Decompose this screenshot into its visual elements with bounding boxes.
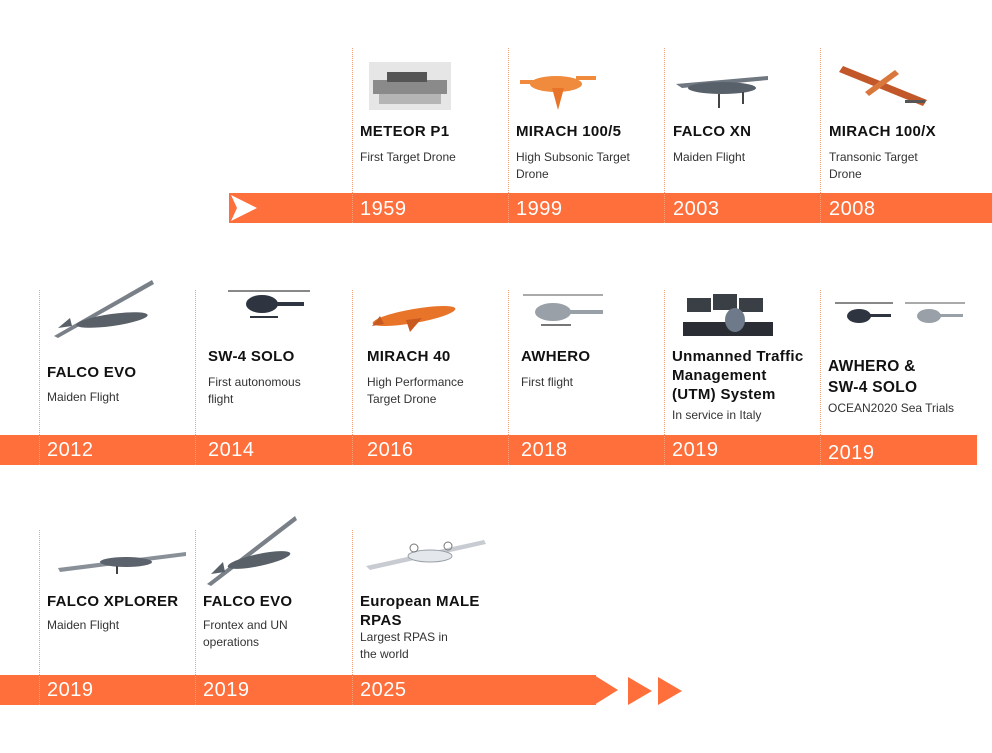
event-year: 2019 bbox=[203, 679, 250, 701]
event-subtitle: Frontex and UN operations bbox=[203, 618, 288, 649]
event-title: MIRACH 100/5 bbox=[516, 123, 622, 140]
event-subtitle: Maiden Flight bbox=[47, 618, 120, 632]
event-year: 2016 bbox=[367, 439, 414, 461]
helicopter-grey-icon bbox=[523, 294, 603, 326]
event-title: METEOR P1 bbox=[360, 123, 450, 140]
event-title: FALCO EVO bbox=[203, 593, 293, 610]
event-subtitle: First flight bbox=[521, 375, 574, 389]
event-title: FALCO EVO bbox=[47, 364, 137, 381]
timeline-end-arrow-icon bbox=[594, 675, 682, 705]
event-subtitle: OCEAN2020 Sea Trials bbox=[828, 401, 955, 415]
timeline-band bbox=[0, 435, 977, 465]
event-year: 2008 bbox=[829, 198, 876, 220]
timeline-start-chevron-icon bbox=[231, 195, 257, 221]
event-year: 2018 bbox=[521, 439, 568, 461]
event-title: AWHERO & SW-4 SOLO bbox=[828, 358, 918, 396]
event-year: 2014 bbox=[208, 439, 255, 461]
event-title: European MALE RPAS bbox=[360, 593, 480, 629]
missile-drone-icon bbox=[372, 305, 456, 332]
event-year: 2012 bbox=[47, 439, 94, 461]
event-subtitle: In service in Italy bbox=[672, 408, 762, 422]
event-subtitle: High Performance Target Drone bbox=[367, 375, 464, 406]
timeline-band bbox=[229, 193, 992, 223]
event-year: 1999 bbox=[516, 198, 563, 220]
event-year: 2025 bbox=[360, 679, 407, 701]
event-year: 2019 bbox=[672, 439, 719, 461]
event-title: SW-4 SOLO bbox=[208, 348, 295, 365]
event-title: MIRACH 100/X bbox=[829, 123, 936, 140]
target-drone-orange-icon bbox=[839, 66, 927, 106]
event-year: 1959 bbox=[360, 198, 407, 220]
event-subtitle: Largest RPAS in the world bbox=[360, 630, 448, 661]
target-drone-orange-icon bbox=[520, 76, 596, 110]
uav-grey-icon bbox=[676, 76, 768, 108]
timeline-band bbox=[0, 675, 596, 705]
control-room-icon bbox=[683, 294, 773, 336]
event-title: MIRACH 40 bbox=[367, 348, 451, 365]
uav-long-wing-icon bbox=[207, 516, 297, 586]
event-year: 2019 bbox=[828, 442, 875, 464]
event-year: 2003 bbox=[673, 198, 720, 220]
event-subtitle: High Subsonic Target Drone bbox=[516, 150, 630, 181]
event-title: AWHERO bbox=[521, 348, 591, 365]
uav-grey-icon bbox=[58, 552, 186, 574]
male-rpas-icon bbox=[366, 540, 486, 570]
event-year: 2019 bbox=[47, 679, 94, 701]
helicopter-icon bbox=[228, 290, 310, 318]
event-subtitle: Maiden Flight bbox=[673, 150, 746, 164]
event-title: FALCO XN bbox=[673, 123, 752, 140]
event-title: Unmanned Traffic Management (UTM) System bbox=[672, 348, 804, 403]
event-title: FALCO XPLORER bbox=[47, 593, 179, 610]
event-subtitle: First Target Drone bbox=[360, 150, 456, 164]
event-subtitle: Maiden Flight bbox=[47, 390, 120, 404]
two-helicopters-icon bbox=[835, 302, 965, 323]
target-drone-photo-icon bbox=[369, 62, 451, 110]
event-subtitle: First autonomous flight bbox=[208, 375, 301, 406]
uav-long-wing-icon bbox=[54, 280, 154, 338]
event-subtitle: Transonic Target Drone bbox=[829, 150, 918, 181]
